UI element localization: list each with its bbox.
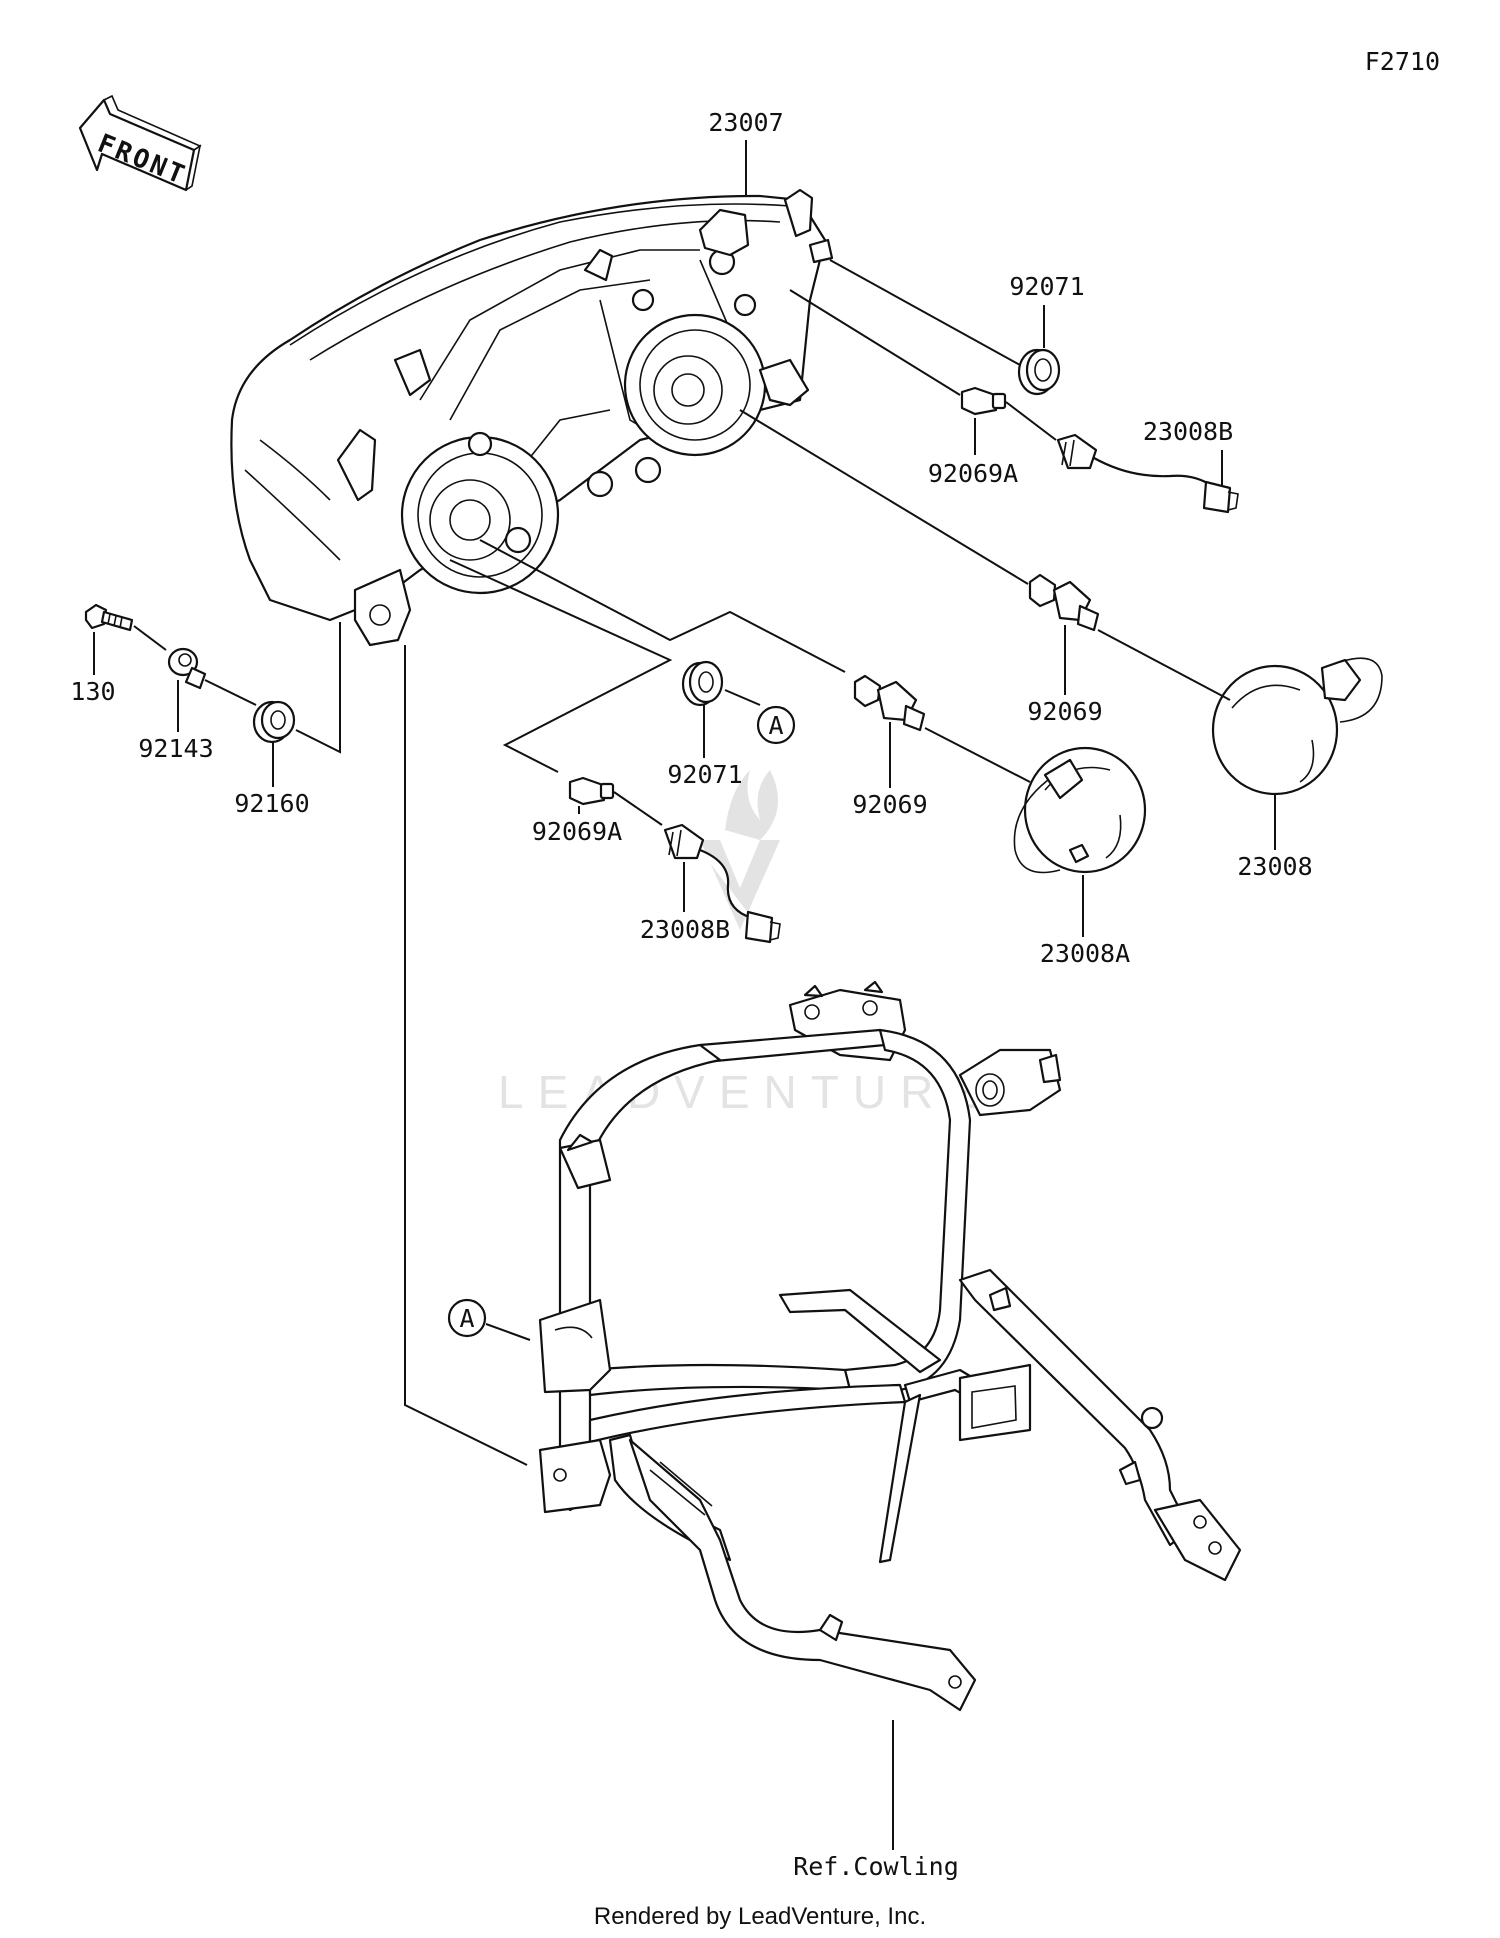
leadventure-watermark: LEADVENTURE: [498, 770, 992, 1118]
front-arrow-icon: FRONT: [78, 94, 202, 191]
label-23007: 23007: [708, 108, 783, 137]
bulb-92069-right: [1028, 573, 1100, 632]
callout-a-left: A: [447, 1298, 487, 1338]
label-92069A-top: 92069A: [928, 459, 1018, 488]
footer-text: Rendered by LeadVenture, Inc.: [594, 1903, 926, 1930]
svg-text:A: A: [768, 711, 783, 740]
label-92160: 92160: [234, 789, 309, 818]
label-92069-right: 92069: [1027, 697, 1102, 726]
cap-23008: [1211, 657, 1383, 796]
grommet-92071-mid: [681, 660, 724, 707]
bolt-130: [84, 603, 134, 632]
label-23008: 23008: [1237, 852, 1312, 881]
label-92069-mid: 92069: [852, 790, 927, 819]
label-92069A-bottom: 92069A: [532, 817, 622, 846]
label-92071-top: 92071: [1009, 272, 1084, 301]
collar-92143: [167, 647, 207, 690]
bulb-92069-mid: [853, 674, 926, 732]
label-23008A: 23008A: [1040, 939, 1130, 968]
socket-23008B-bottom: [663, 823, 781, 944]
watermark-text: LEADVENTURE: [498, 1066, 992, 1118]
bulb-92069A-top: [960, 386, 1007, 416]
bulb-92069A-bottom: [568, 776, 615, 806]
label-23008B-bottom: 23008B: [640, 915, 730, 944]
grommet-92160: [252, 700, 296, 744]
headlight-stay-bracket: [538, 980, 1242, 1712]
svg-text:A: A: [459, 1304, 474, 1333]
label-92071-mid: 92071: [667, 760, 742, 789]
headlight-assembly: [230, 188, 834, 647]
grommet-92071-top: [1017, 348, 1061, 396]
label-130: 130: [70, 677, 115, 706]
cap-23008A: [1013, 746, 1147, 874]
label-92143: 92143: [138, 734, 213, 763]
figure-code: F2710: [1365, 47, 1440, 76]
socket-23008B-top: [1056, 433, 1239, 514]
label-23008B-top: 23008B: [1143, 417, 1233, 446]
callout-a-right: A: [756, 705, 796, 745]
mount-block-a: [538, 1298, 612, 1394]
label-ref-cowling: Ref.Cowling: [793, 1852, 959, 1881]
